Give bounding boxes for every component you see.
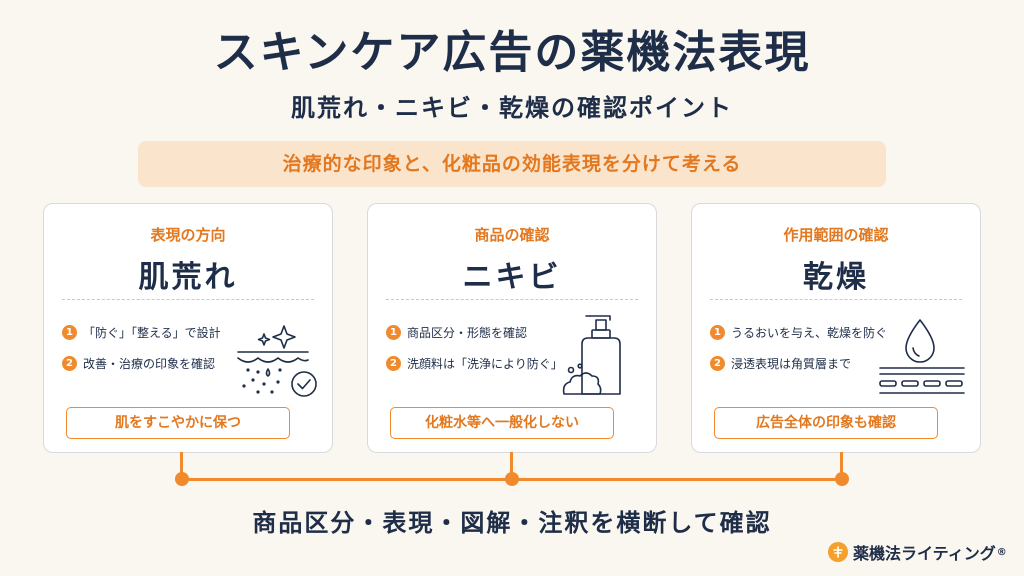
- pump-bottle-foam-icon: [562, 315, 621, 395]
- brand-mark-icon: [828, 542, 848, 562]
- card-divider: [62, 299, 314, 300]
- point-item: 2 浸透表現は角質層まで: [710, 353, 851, 373]
- key-phrase-pill: 化粧水等へ一般化しない: [390, 407, 614, 439]
- connector-stem: [510, 452, 513, 480]
- card-title: 乾燥: [803, 260, 869, 295]
- card-heading: 商品の確認: [474, 226, 550, 244]
- connector-stem: [840, 452, 843, 480]
- skin-sparkle-check-icon: [237, 325, 317, 397]
- page-title: スキンケア広告の薬機法表現: [213, 27, 811, 78]
- card-heading: 表現の方向: [150, 226, 226, 244]
- page-subtitle: 肌荒れ・ニキビ・乾燥の確認ポイント: [291, 94, 733, 122]
- brand-registered-mark: ®: [996, 546, 1007, 558]
- brand-logo: 薬機法ライティング ®: [828, 540, 1007, 564]
- card-title: 肌荒れ: [138, 260, 238, 295]
- number-badge: 1: [386, 324, 401, 340]
- number-badge: 1: [62, 324, 77, 340]
- water-drop-skin-layers-icon: [879, 319, 965, 394]
- number-badge: 2: [386, 355, 401, 371]
- card-dryness: 作用範囲の確認 乾燥 1 うるおいを与え、乾燥を防ぐ 2 浸透表現は角質層まで …: [691, 203, 981, 453]
- point-text: 浸透表現は角質層まで: [731, 356, 852, 371]
- connector-dot: [835, 472, 849, 486]
- card-divider: [386, 299, 638, 300]
- point-item: 1 うるおいを与え、乾燥を防ぐ: [710, 322, 887, 342]
- point-text: 「防ぐ」「整える」で設計: [83, 325, 221, 340]
- point-item: 2 改善・治療の印象を確認: [62, 353, 215, 373]
- point-text: 洗顔料は「洗浄により防ぐ」: [407, 356, 563, 371]
- point-text: 改善・治療の印象を確認: [83, 356, 216, 371]
- point-text: うるおいを与え、乾燥を防ぐ: [731, 325, 888, 340]
- key-message-banner: 治療的な印象と、化粧品の効能表現を分けて考える: [138, 141, 886, 187]
- card-divider: [710, 299, 962, 300]
- point-item: 1 商品区分・形態を確認: [386, 322, 527, 342]
- point-text: 商品区分・形態を確認: [407, 325, 528, 340]
- number-badge: 1: [710, 324, 725, 340]
- brand-name: 薬機法ライティング: [853, 544, 996, 563]
- number-badge: 2: [62, 355, 77, 371]
- footer-summary: 商品区分・表現・図解・注釈を横断して確認: [252, 509, 772, 537]
- card-acne: 商品の確認 ニキビ 1 商品区分・形態を確認 2 洗顔料は「洗浄により防ぐ」 化…: [367, 203, 657, 453]
- point-item: 2 洗顔料は「洗浄により防ぐ」: [386, 353, 563, 373]
- connector-dot: [175, 472, 189, 486]
- point-item: 1 「防ぐ」「整える」で設計: [62, 322, 221, 342]
- key-phrase-pill: 肌をすこやかに保つ: [66, 407, 290, 439]
- card-heading: 作用範囲の確認: [783, 226, 889, 244]
- connector-stem: [180, 452, 183, 480]
- connector-dot: [505, 472, 519, 486]
- number-badge: 2: [710, 355, 725, 371]
- key-phrase-pill: 広告全体の印象も確認: [714, 407, 938, 439]
- card-title: ニキビ: [462, 260, 562, 295]
- card-rough-skin: 表現の方向 肌荒れ 1 「防ぐ」「整える」で設計 2 改善・治療の印象を確認 肌…: [43, 203, 333, 453]
